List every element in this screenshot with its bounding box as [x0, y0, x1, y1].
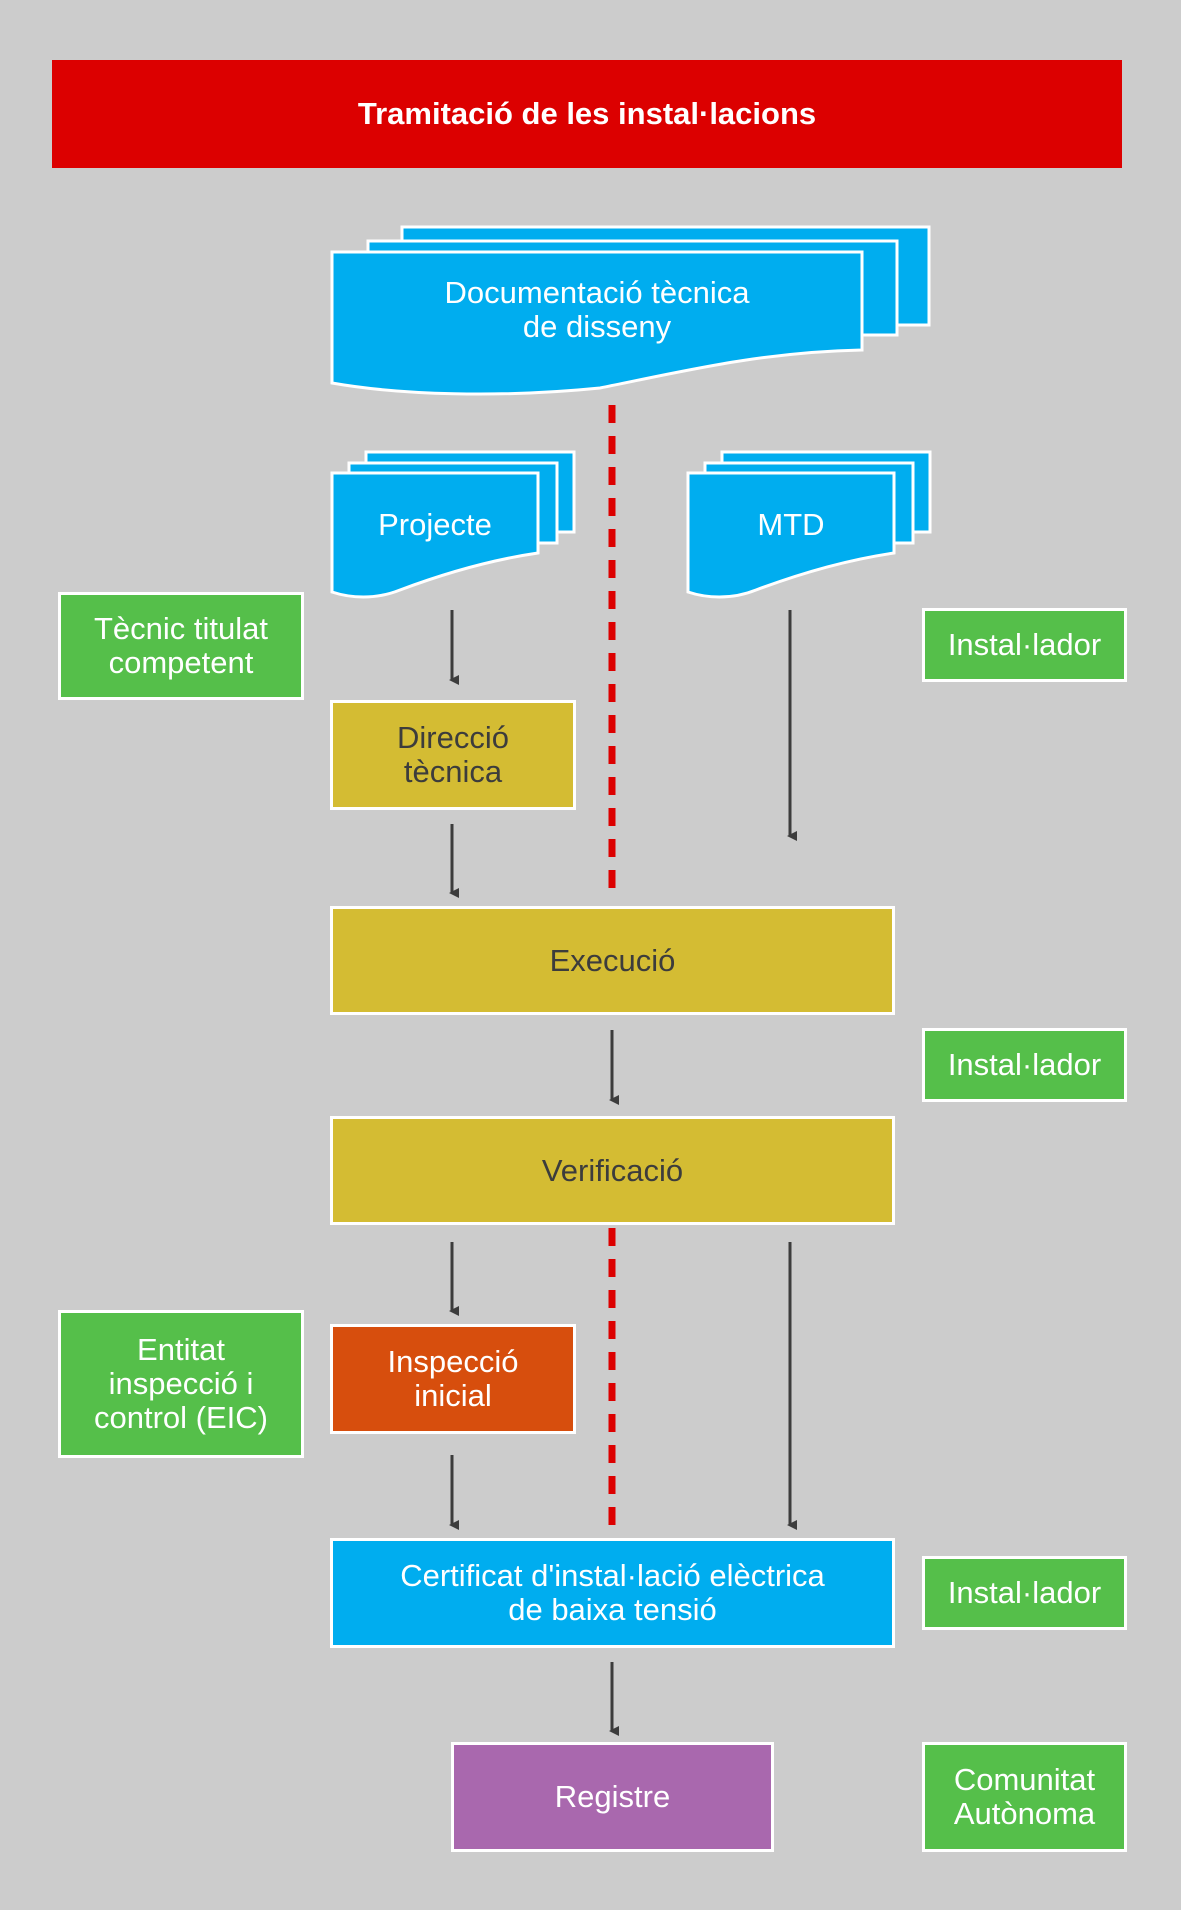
role-comunitat-autonoma: Comunitat Autònoma [922, 1742, 1127, 1852]
role-tecnic-titulat: Tècnic titulat competent [58, 592, 304, 700]
step-certificat: Certificat d'instal·lació elèctrica de b… [330, 1538, 895, 1648]
role-installer-mtd: Instal·lador [922, 608, 1127, 682]
mtd-doc-shape [686, 450, 932, 599]
design-documentation-label: Documentació tècnica de disseny [444, 275, 750, 344]
design-doc-shape [330, 225, 931, 396]
role-installer-certificate: Instal·lador [922, 1556, 1127, 1630]
role-eic: Entitat inspecció i control (EIC) [58, 1310, 304, 1458]
step-direccio-tecnica: Direcció tècnica [330, 700, 576, 810]
project-document-label: Projecte [378, 507, 492, 542]
project-doc-shape [330, 450, 576, 599]
mtd-document-label: MTD [757, 507, 825, 542]
role-installer-verification: Instal·lador [922, 1028, 1127, 1102]
step-verificacio: Verificació [330, 1116, 895, 1225]
step-execucio: Execució [330, 906, 895, 1015]
step-inspeccio-inicial: Inspecció inicial [330, 1324, 576, 1434]
page-title: Tramitació de les instal·lacions [52, 60, 1122, 168]
step-registre: Registre [451, 1742, 774, 1852]
